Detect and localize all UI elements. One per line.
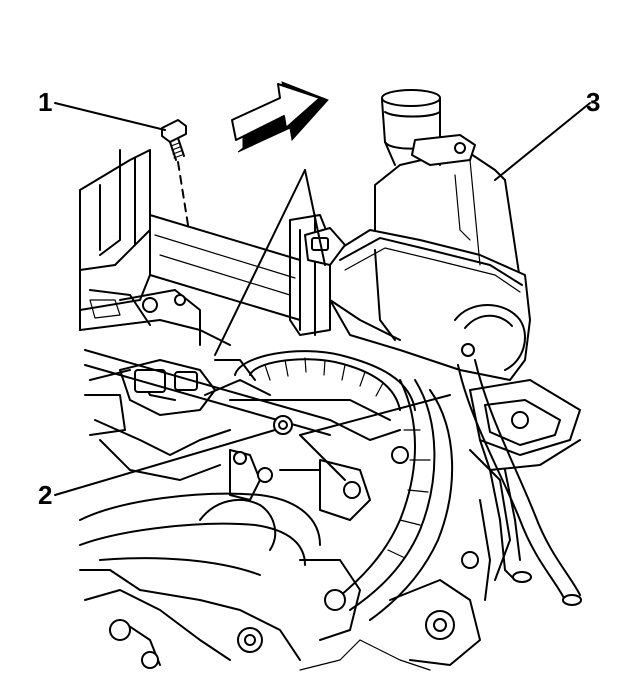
callout-2: 2 bbox=[38, 480, 53, 510]
forward-direction-arrow-icon bbox=[231, 81, 329, 153]
bolt-icon bbox=[161, 119, 189, 226]
callout-1: 1 bbox=[38, 87, 53, 117]
fastener-nut bbox=[273, 415, 293, 435]
callout-3: 3 bbox=[586, 87, 601, 117]
leader-lines bbox=[54, 102, 591, 496]
coolant-reservoir bbox=[304, 89, 531, 381]
reservoir-hose bbox=[457, 359, 582, 606]
